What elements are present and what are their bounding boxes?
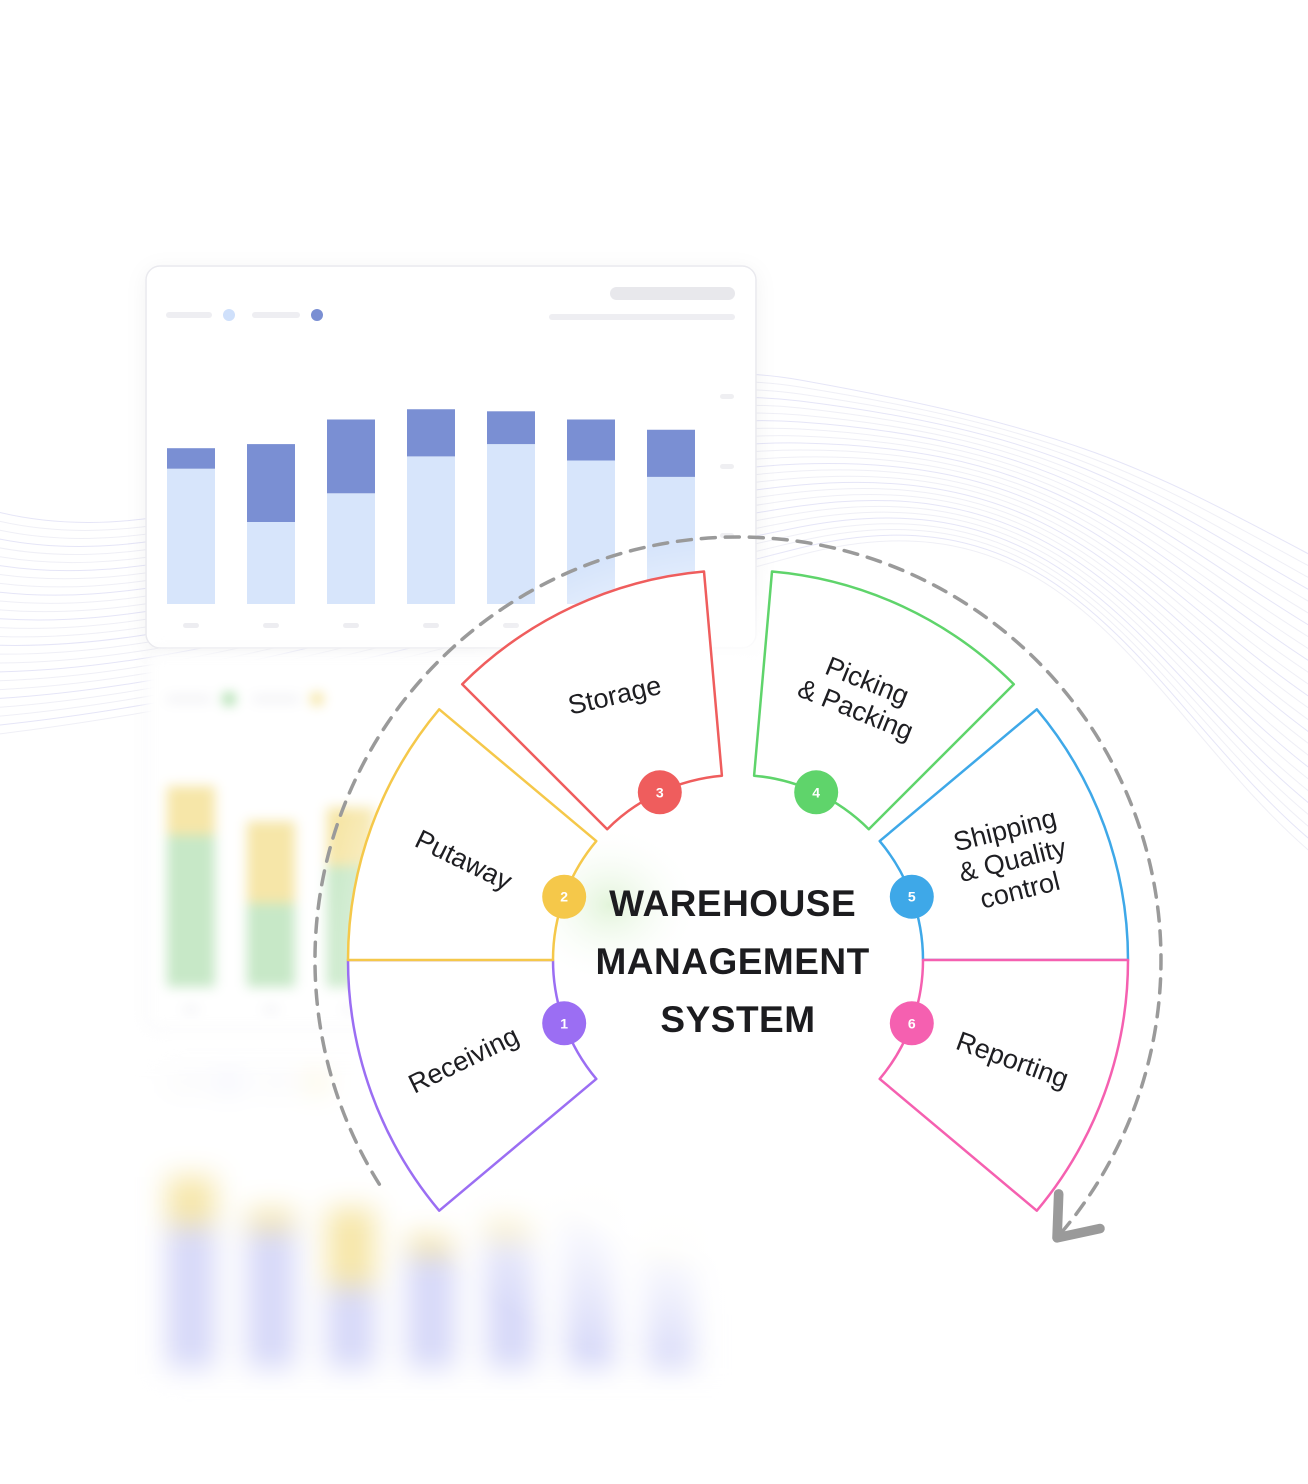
step-number-badge: 1 xyxy=(542,1001,587,1046)
x-tick-placeholder xyxy=(263,623,279,628)
step-number: 4 xyxy=(812,784,820,800)
cycle-arrow-arc xyxy=(313,535,1163,1243)
bar-segment-base xyxy=(407,456,455,604)
bar-segment-top xyxy=(327,1208,375,1287)
bar-segment-top xyxy=(167,1176,215,1226)
bar-segment-top xyxy=(567,419,615,461)
step-number: 6 xyxy=(908,1015,916,1031)
bar-segment-base xyxy=(487,444,535,604)
legend-dot xyxy=(311,693,323,705)
x-tick-placeholder xyxy=(263,1007,279,1012)
x-tick-placeholder xyxy=(183,623,199,628)
legend-dot xyxy=(223,309,235,321)
x-tick-placeholder xyxy=(183,1007,199,1012)
x-tick-placeholder xyxy=(343,623,359,628)
step-number: 3 xyxy=(656,784,664,800)
bar-segment-top xyxy=(167,786,215,835)
bar-segment-top xyxy=(247,1210,295,1230)
step-number: 5 xyxy=(908,889,916,905)
wave-line xyxy=(0,505,1308,780)
bar-segment-top xyxy=(487,411,535,445)
bar-segment-top xyxy=(407,409,455,457)
bar-segment-base xyxy=(327,493,375,604)
legend-dot xyxy=(223,1076,235,1088)
legend-dot xyxy=(311,309,323,321)
bar-segment-top xyxy=(247,821,295,904)
step-number-badge: 4 xyxy=(794,770,839,815)
center-title-line-2: MANAGEMENT xyxy=(595,941,869,982)
step-number: 2 xyxy=(560,889,568,905)
bar-segment-base xyxy=(327,1286,375,1368)
step-number-badge: 3 xyxy=(637,770,682,815)
bar-segment-top xyxy=(167,448,215,469)
center-title-line-3: SYSTEM xyxy=(660,999,815,1040)
bar-segment-base xyxy=(167,1225,215,1368)
segment-label: Shipping& Qualitycontrol xyxy=(948,802,1077,918)
bar-segment-top xyxy=(647,429,695,477)
bar-segment-top xyxy=(327,419,375,494)
bar-segment-base xyxy=(167,834,215,987)
step-number-badge: 5 xyxy=(889,874,934,919)
step-number-badge: 6 xyxy=(889,1001,934,1046)
legend-dot xyxy=(311,1076,323,1088)
x-tick-placeholder xyxy=(423,623,439,628)
bar-segment-base xyxy=(167,468,215,604)
step-number: 1 xyxy=(560,1015,568,1031)
center-title-line-1: WAREHOUSE xyxy=(609,883,856,924)
bar-segment-base xyxy=(407,1254,455,1368)
bar-segment-top xyxy=(247,444,295,522)
process-segment-5[interactable]: Shipping& Qualitycontrol 5 xyxy=(878,708,1130,962)
center-title: WAREHOUSE MANAGEMENT SYSTEM xyxy=(595,883,880,1040)
legend-dot xyxy=(223,693,235,705)
bar-segment-base xyxy=(247,1229,295,1368)
bar-segment-base xyxy=(247,522,295,604)
step-number-badge: 2 xyxy=(542,874,587,919)
bar-segment-base xyxy=(247,903,295,987)
